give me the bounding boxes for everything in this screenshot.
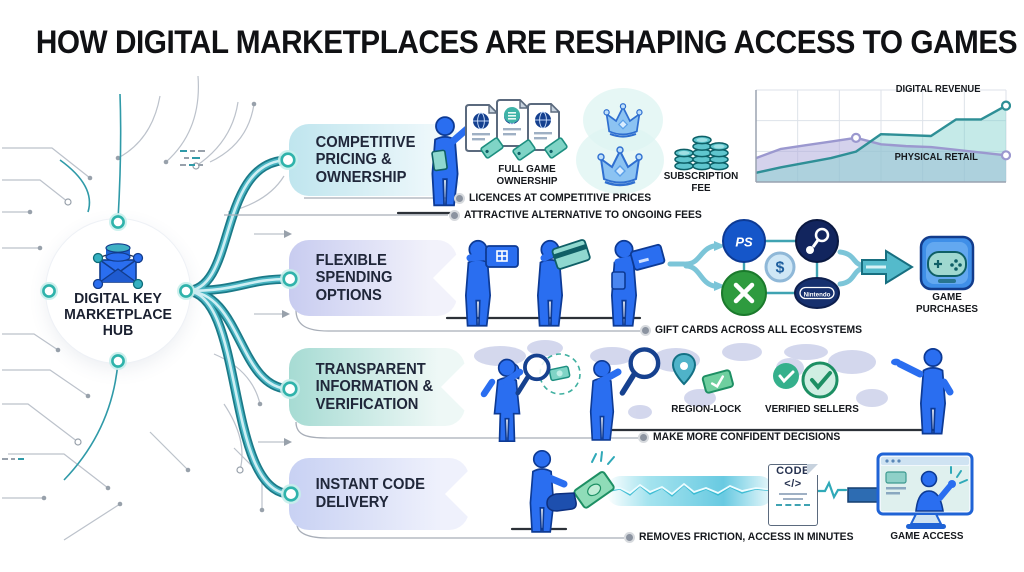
credit-card-icon (551, 239, 591, 270)
energy-wave-decor (606, 476, 774, 506)
magnifier-icon (622, 349, 658, 392)
receiving-hand-icon (546, 492, 577, 512)
bullet-dot (642, 326, 649, 334)
caption-game-access: GAME ACCESS (890, 530, 964, 542)
caption-verified-sellers: VERIFIED SELLERS (765, 403, 859, 415)
person-paying (529, 450, 568, 533)
section-pill-transparent-information: TRANSPARENT INFORMATION & VERIFICATION (289, 348, 490, 426)
page-title: HOW DIGITAL MARKETPLACES ARE RESHAPING A… (35, 24, 1018, 60)
hub-label: DIGITAL KEY MARKETPLACE HUB (64, 290, 172, 340)
payment-card-icon (629, 243, 666, 271)
delivery-arrow-icon (847, 477, 908, 513)
section-pill-flexible-spending: FLEXIBLE SPENDING OPTIONS (289, 240, 482, 316)
caption-subscription-fee: SUBSCRIPTION FEE (663, 170, 739, 194)
svg-text:PS: PS (735, 235, 753, 250)
platform-playstation-icon: PS (722, 219, 766, 263)
page-fold (807, 464, 818, 475)
bullet-alternative-fees: ATTRACTIVE ALTERNATIVE TO ONGOING FEES (451, 209, 717, 221)
gift-card-icon (485, 245, 519, 268)
split-arrows (667, 243, 717, 289)
section-label: FLEXIBLE SPENDING OPTIONS (315, 251, 393, 304)
platform-steam-icon (795, 219, 839, 263)
presenting-person (891, 348, 954, 435)
inspection-circle-decor (539, 353, 581, 395)
code-doc-line1: CODE (776, 465, 810, 477)
code-doc-line2: </> (784, 477, 802, 490)
bullet-dot (626, 533, 633, 541)
marketplace-hub-icon (92, 242, 144, 289)
verified-sellers-icon (773, 361, 839, 399)
inspected-money-icon (548, 365, 571, 382)
bullet-dot (456, 194, 463, 202)
bullet-removes-friction: REMOVES FRICTION, ACCESS IN MINUTES (626, 531, 867, 543)
bullet-dot (640, 433, 647, 441)
section-pill-competitive-pricing: COMPETITIVE PRICING & OWNERSHIP (289, 124, 486, 196)
bullet-gift-cards: GIFT CARDS ACROSS ALL ECOSYSTEMS (642, 324, 875, 336)
spark-lines (591, 451, 615, 465)
hub-branches (181, 155, 296, 499)
man-with-magnifier (589, 349, 658, 441)
section-label: TRANSPARENT INFORMATION & VERIFICATION (315, 360, 434, 413)
platform-nintendo-icon: Nintendo (794, 277, 840, 309)
dollar-sign: $ (776, 260, 785, 277)
game-access-monitor-icon (876, 452, 974, 529)
pulse-icon (816, 480, 848, 500)
bullet-dot (451, 211, 458, 219)
chart-label-physical-retail: PHYSICAL RETAIL (895, 152, 979, 163)
chart-plot-area (755, 89, 1011, 183)
price-tags-icon (480, 137, 568, 161)
game-purchases-icon (919, 235, 975, 291)
wallet-icon (611, 271, 626, 290)
crown-icons (576, 88, 664, 194)
section-pill-instant-code-delivery: INSTANT CODE DELIVERY (289, 458, 494, 530)
caption-full-game-ownership: FULL GAME OWNERSHIP (496, 163, 558, 187)
game-purchases-arrow-icon (861, 249, 914, 285)
caption-region-lock: REGION-LOCK (670, 403, 742, 415)
woman-with-magnifier (480, 356, 549, 443)
game-licence-documents-icon (465, 99, 568, 161)
code-document-icon: CODE </> (768, 464, 818, 526)
subscription-coins-icon (674, 135, 729, 171)
section-label: INSTANT CODE DELIVERY (315, 476, 425, 511)
currency-circle-icon: $ (764, 251, 796, 283)
region-lock-icon (671, 352, 734, 394)
chart-label-digital-revenue: DIGITAL REVENUE (895, 84, 981, 95)
section-label: COMPETITIVE PRICING & OWNERSHIP (315, 133, 416, 186)
bullet-confident-decisions: MAKE MORE CONFIDENT DECISIONS (640, 431, 852, 443)
digital-vs-physical-chart: DIGITAL REVENUE PHYSICAL RETAIL (753, 84, 1011, 186)
magnifier-icon (518, 356, 549, 394)
nintendo-wordmark: Nintendo (804, 292, 831, 299)
platform-xbox-icon (721, 270, 767, 316)
caption-game-purchases: GAME PURCHASES (916, 291, 978, 315)
bullet-licences: LICENCES AT COMPETITIVE PRICES (456, 192, 663, 204)
person-with-wallet-card (610, 239, 666, 327)
person-with-credit-card (536, 239, 591, 327)
digital-key-marketplace-hub: DIGITAL KEY MARKETPLACE HUB (46, 219, 190, 363)
